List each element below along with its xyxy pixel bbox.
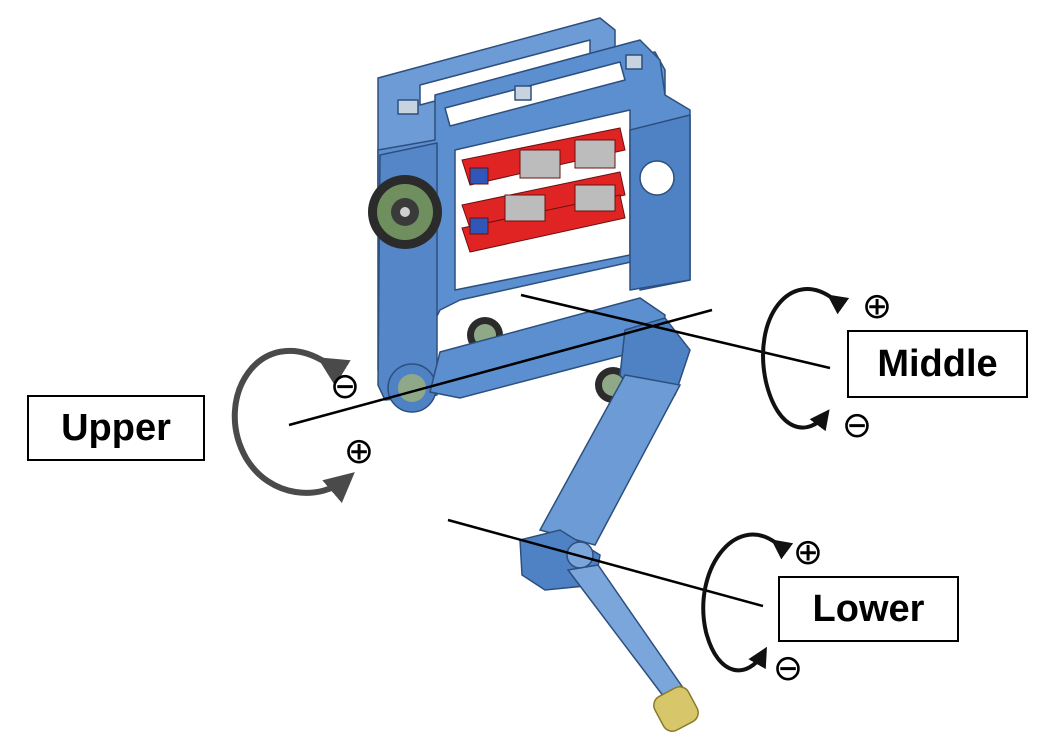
upper-axis-line [288,308,713,427]
lower-joint-label: Lower [778,576,959,642]
lower-negative-sign: ⊖ [773,648,803,689]
upper-rotation-arrow [231,347,355,504]
middle-link [538,374,682,546]
upper-positive-sign: ⊕ [344,431,374,472]
lower-positive-sign: ⊕ [793,532,823,573]
middle-axis-line [520,293,831,370]
foot-pad [653,686,699,732]
middle-rotation-arrow [761,287,850,432]
lower-link [566,564,690,706]
upper-negative-sign: ⊖ [330,366,360,407]
middle-joint-label: Middle [847,330,1028,398]
pcb-stack [461,127,626,253]
lower-axis-line [447,518,764,608]
middle-negative-sign: ⊖ [842,405,872,446]
lower-rotation-arrow [701,532,794,673]
middle-positive-sign: ⊕ [862,286,892,327]
upper-joint-label: Upper [27,395,205,461]
side-motor [368,175,442,249]
joint-axes [288,293,831,608]
